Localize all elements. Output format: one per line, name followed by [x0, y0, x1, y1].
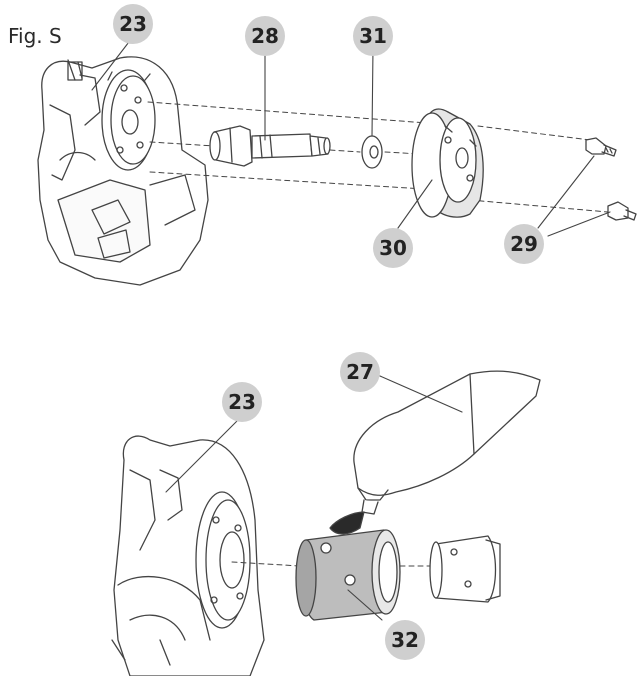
end-piece	[429, 535, 501, 603]
callout-28: 28	[245, 16, 285, 56]
screw-lower	[607, 201, 637, 221]
svg-text:31: 31	[359, 24, 387, 48]
alignment-line-bottom	[231, 561, 431, 567]
motor-housing-bottom	[111, 435, 265, 677]
shaft-part	[209, 125, 331, 167]
svg-text:23: 23	[228, 390, 256, 414]
callout-32: 32	[385, 620, 425, 660]
svg-text:27: 27	[346, 360, 374, 384]
svg-text:32: 32	[391, 628, 419, 652]
callout-30: 30	[373, 228, 413, 268]
callouts: 23 28 31 30 29 27	[113, 4, 544, 660]
leader-lines-top	[91, 37, 611, 237]
callout-29: 29	[504, 224, 544, 264]
washer-part	[361, 135, 383, 169]
svg-text:29: 29	[510, 232, 538, 256]
screw-upper	[585, 137, 617, 157]
callout-23-bottom: 23	[222, 382, 262, 422]
cap-part	[411, 108, 484, 218]
figure-label: Fig. S	[8, 24, 62, 48]
motor-housing-top	[37, 56, 209, 286]
leader-lines-bottom	[165, 375, 463, 621]
callout-23-top: 23	[113, 4, 153, 44]
callout-31: 31	[353, 16, 393, 56]
callout-27: 27	[340, 352, 380, 392]
sleeve-part	[295, 529, 401, 621]
grease-tube	[329, 370, 541, 535]
svg-text:28: 28	[251, 24, 279, 48]
svg-text:23: 23	[119, 12, 147, 36]
svg-text:30: 30	[379, 236, 407, 260]
